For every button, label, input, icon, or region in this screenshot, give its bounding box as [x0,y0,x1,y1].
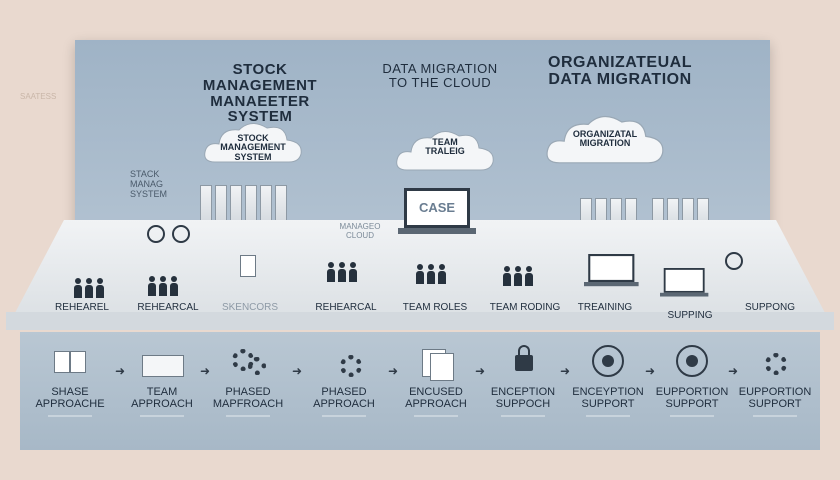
badge-icon [147,225,165,243]
cloud-stock-label: STOCK MANAGEMENT SYSTEM [220,133,286,162]
desk-label: SUPPING [667,310,713,321]
desk-label: REHEARCAL [137,302,199,313]
step-4: PHASED APPROACH [306,345,382,440]
side-label: STACK MANAG SYSTEM [130,169,168,199]
document-icon [240,255,256,277]
step-9: EUPPORTION SUPPORT [737,345,813,440]
gears-icon [324,345,364,381]
people-group-5 [503,266,533,286]
step-8: EUPPORTION SUPPORT [654,345,730,440]
lock-icon [503,345,543,381]
step-1: SHASE APPROACHE [32,345,108,440]
people-group-1 [74,278,104,298]
desk-edge [6,312,834,330]
step-label: ENCEYPTION SUPPORT [572,386,644,410]
step-label: EUPPORTION SUPPORT [655,386,729,410]
step-2: TEAM APPROACH [124,345,200,440]
arrow-icon: ➜ [560,364,571,378]
desk-label: REHEAREL [55,302,109,313]
step-label: PHASED APPROACH [313,386,375,410]
documents-icon [416,345,456,381]
desk-label: SUPPONG [744,302,795,313]
step-5: ENCUSED APPROACH [398,345,474,440]
step-label: EUPPORTION SUPPORT [738,386,812,410]
laptop-case: CASE [398,188,476,236]
badge-icon [172,225,190,243]
step-label: ENCUSED APPROACH [405,386,467,410]
document-icon [50,345,90,381]
arrow-icon: ➜ [728,364,739,378]
step-label: ENCEPTION SUPPOCH [490,386,556,410]
step-3: PHASED MAPFROACH [210,345,286,440]
monitor-icon [142,345,184,381]
title-data-migration: DATA MIGRATION TO THE CLOUD [382,61,498,90]
corner-mark: SAATESS [20,92,57,101]
step-6: ENCEPTION SUPPOCH [485,345,561,440]
desk-label: TEAM ROLES [402,302,468,313]
step-7: ENCEYPTION SUPPORT [570,345,646,440]
arrow-icon: ➜ [475,364,486,378]
gears-icon [228,345,268,381]
title-org-migration: ORGANIZATEUAL DATA MIGRATION [548,54,692,88]
arrow-icon: ➜ [645,364,656,378]
server-rack-mid [580,198,637,240]
arrow-icon: ➜ [200,364,211,378]
cloud-small-label: MANAGEO CLOUD [339,222,381,240]
arrow-icon: ➜ [292,364,303,378]
gears-icon [755,345,795,381]
people-group-4 [416,264,446,284]
refresh-icon [725,252,743,270]
arrow-icon: ➜ [388,364,399,378]
cloud-stock: STOCK MANAGEMENT SYSTEM [203,118,303,164]
cloud-org: ORGANIZATAL MIGRATION [545,110,665,164]
laptop-small [584,254,639,287]
desk-label: REHEARCAL [315,302,377,313]
target-icon [588,345,628,381]
laptop-screen: CASE [404,188,470,228]
desk-label: SKENCORS [221,302,279,313]
step-label: TEAM APPROACH [131,386,193,410]
cloud-team: TEAM TRALEIG [395,126,495,172]
people-group-2 [148,276,178,296]
laptop-small-right [660,268,709,297]
title-stock-management: STOCK MANAGEMENT MANAEETER SYSTEM [202,61,318,126]
cloud-team-label: TEAM TRALEIG [425,137,465,157]
arrow-icon: ➜ [115,364,126,378]
target-icon [672,345,712,381]
desk-label: TEAM RODING [489,302,561,313]
step-label: PHASED MAPFROACH [212,386,284,410]
cloud-org-label: ORGANIZATAL MIGRATION [572,129,638,149]
step-label: SHASE APPROACHE [35,386,105,410]
people-group-3 [327,262,357,282]
desk-label: TREAINING [577,302,633,313]
